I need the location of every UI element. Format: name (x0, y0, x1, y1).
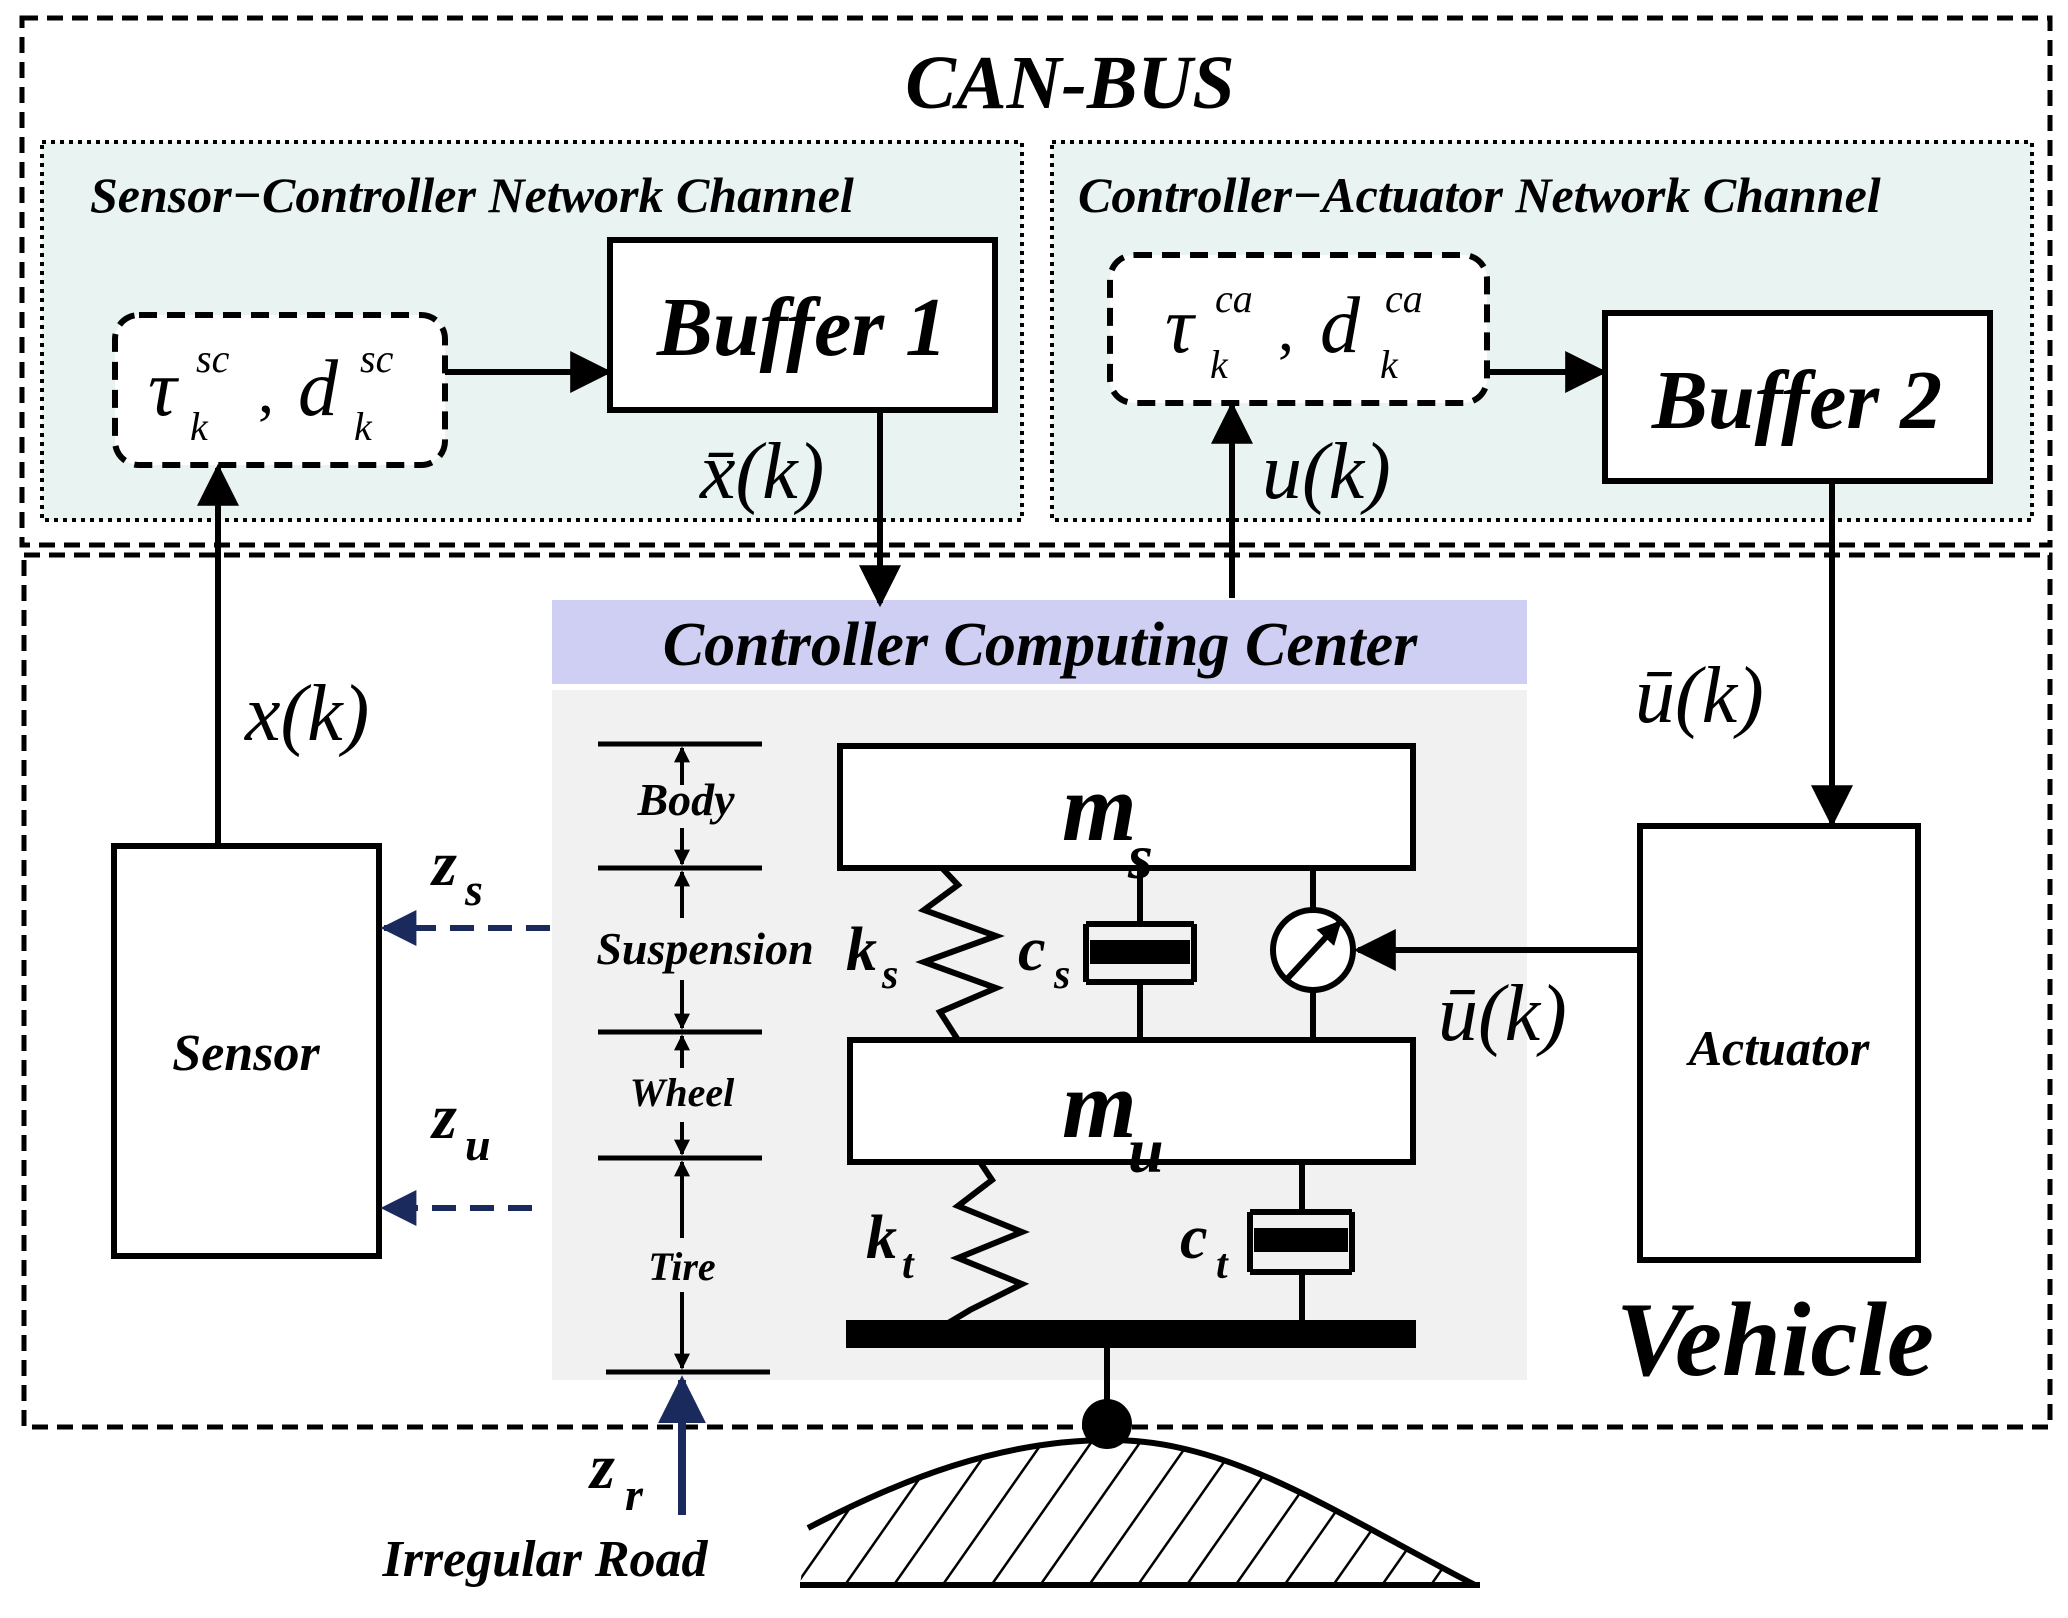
ks-sub: s (881, 952, 898, 998)
ct-sub: t (1216, 1242, 1229, 1288)
mu-base: m (1062, 1051, 1137, 1158)
ca-delay-box (1107, 252, 1490, 406)
tire-ground-plate (846, 1320, 1416, 1348)
kt-sub: t (902, 1242, 915, 1288)
road-contact-point (1082, 1399, 1132, 1449)
vehicle-frame (21, 552, 2053, 1430)
cs-base: c (1018, 916, 1046, 984)
zr-base: z (588, 1431, 615, 1502)
cs-sub: s (1053, 952, 1070, 998)
sc-d-sub: k (354, 404, 373, 449)
sc-tau-sub: k (190, 404, 209, 449)
controller-actuator-channel-label: Controller−Actuator Network Channel (1078, 167, 1881, 223)
ca-delay-label: τ ca k , d ca k (1165, 276, 1423, 387)
ca-comma: , (1278, 293, 1294, 364)
zs-sub: s (464, 864, 483, 915)
ct-label: c t (1180, 1204, 1229, 1288)
sc-d-symbol: d (298, 345, 339, 433)
actuator-label: Actuator (1686, 1020, 1870, 1076)
ca-d-sup: ca (1385, 276, 1423, 321)
zu-label: z u (430, 1081, 491, 1170)
sc-tau-sup: sc (196, 336, 230, 381)
zs-label: z s (430, 828, 483, 915)
can-bus-frame (19, 15, 2053, 548)
region-body-label: Body (636, 774, 735, 825)
ca-tau-sup: ca (1215, 276, 1253, 321)
u-signal-label: u(k) (1262, 428, 1391, 516)
road-label: Irregular Road (381, 1531, 708, 1588)
buffer-1-box (607, 237, 998, 413)
region-tire-label: Tire (648, 1244, 715, 1289)
controller-label: Controller Computing Center (663, 611, 1418, 679)
active-force-actuator (1270, 868, 1356, 1040)
zr-sub: r (625, 1469, 644, 1520)
ks-base: k (846, 916, 877, 984)
mu-sub: u (1128, 1115, 1164, 1186)
sprung-mass-label: m s (1062, 754, 1153, 892)
actuator-box (1637, 823, 1921, 1263)
sc-comma: , (258, 355, 274, 426)
suspension-damper-cs (1083, 868, 1197, 1040)
sprung-mass-block (837, 743, 1416, 871)
unsprung-mass-block (847, 1037, 1416, 1165)
vehicle-label: Vehicle (1616, 1281, 1934, 1398)
sc-delay-label: τ sc k , d sc k (148, 336, 394, 449)
u-bar-signal-label: ū(k) (1635, 652, 1764, 740)
irregular-road-profile (800, 1436, 1480, 1588)
sensor-label: Sensor (172, 1025, 320, 1082)
suspension-spring-ks (915, 865, 1005, 1042)
region-wheel-label: Wheel (630, 1070, 735, 1115)
zs-base: z (430, 828, 457, 899)
sensor-box (111, 843, 382, 1259)
tire-damper-ct (1247, 1162, 1355, 1320)
x-bar-signal-label: x̄(k) (699, 428, 824, 516)
unsprung-mass-label: m u (1062, 1051, 1164, 1186)
sc-d-sup: sc (360, 336, 394, 381)
cs-label: c s (1018, 916, 1070, 998)
controller-header (552, 600, 1527, 684)
sensor-controller-channel-label: Sensor−Controller Network Channel (90, 167, 854, 223)
region-suspension-label: Suspension (596, 923, 813, 974)
u-bar-force-label: ū(k) (1438, 970, 1567, 1058)
zu-sub: u (465, 1119, 491, 1170)
tire-spring-kt (938, 1160, 1030, 1331)
sc-tau-symbol: τ (148, 345, 180, 433)
buffer-2-label: Buffer 2 (1651, 354, 1942, 447)
x-signal-label: x(k) (244, 670, 369, 758)
ca-d-sub: k (1380, 342, 1399, 387)
ca-tau-sub: k (1210, 342, 1229, 387)
can-bus-title: CAN-BUS (905, 41, 1234, 125)
ca-tau-symbol: τ (1165, 282, 1197, 370)
buffer-2-box (1602, 310, 1993, 484)
zu-base: z (430, 1081, 457, 1152)
kt-base: k (866, 1204, 897, 1272)
zr-label: z r (588, 1431, 644, 1520)
region-scale: Body Suspension Wheel Tire (596, 741, 814, 1375)
ct-base: c (1180, 1204, 1208, 1272)
sc-delay-box (112, 312, 448, 468)
ks-label: k s (846, 916, 898, 998)
kt-label: k t (866, 1204, 915, 1288)
buffer-1-label: Buffer 1 (656, 281, 947, 374)
ca-d-symbol: d (1320, 282, 1361, 370)
ms-base: m (1062, 754, 1137, 861)
